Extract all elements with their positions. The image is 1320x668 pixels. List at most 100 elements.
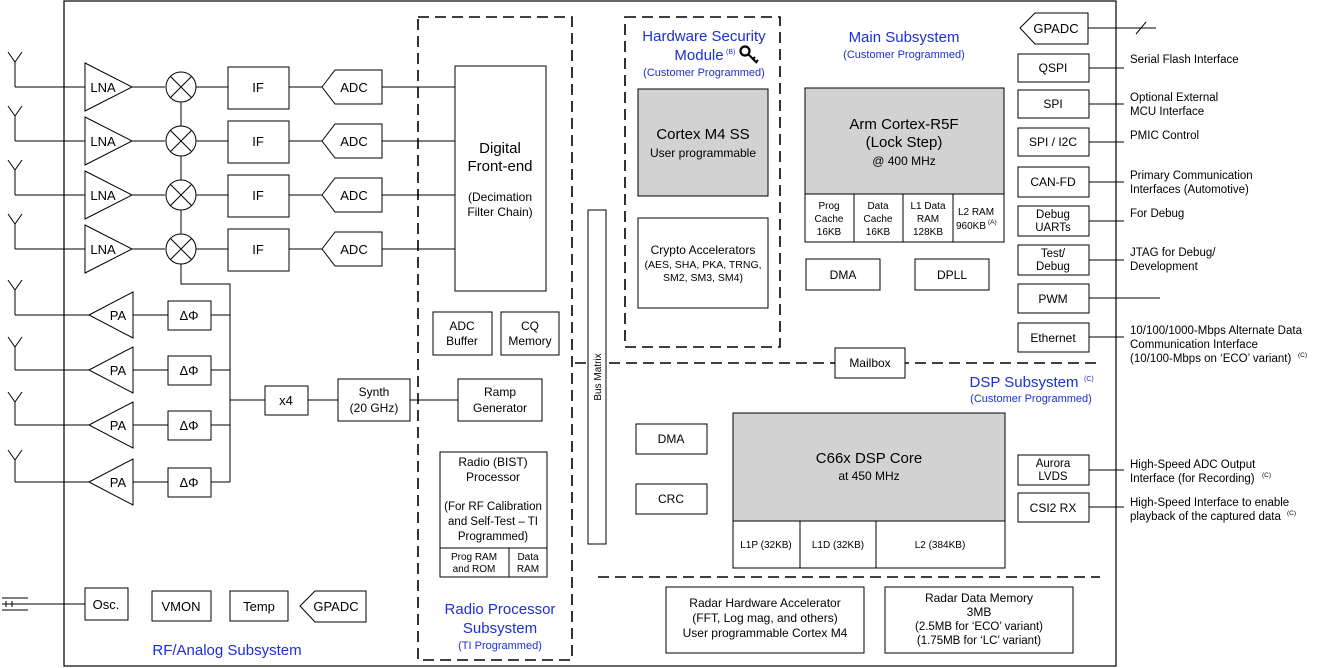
r5f-memory-row: [804, 193, 1005, 243]
synth-block: [337, 378, 411, 422]
main-dma-block: [805, 258, 881, 291]
test-debug-line1: Test/: [1041, 248, 1066, 260]
ethernet-desc-line2: Communication Interface: [1130, 339, 1258, 351]
l2-ram-line1: L2 RAM: [958, 207, 994, 218]
chip-boundary: [63, 0, 1117, 667]
dsp-memory-row: [732, 520, 1006, 569]
temp-block: [229, 590, 289, 622]
data-cache-line3: 16KB: [866, 227, 891, 238]
test-debug-desc-line1: JTAG for Debug/: [1130, 247, 1216, 259]
radar-memory-line1: Radar Data Memory: [925, 591, 1033, 605]
x4-label: x4: [279, 393, 293, 408]
phase-shifter-2: [167, 355, 212, 386]
gpadc-rf-block: [299, 590, 367, 623]
l1-data-line2: RAM: [917, 214, 939, 225]
gpadc-periph-label: GPADC: [1033, 21, 1078, 36]
debug-uarts-line2: UARTs: [1035, 222, 1071, 234]
vmon-label: VMON: [162, 599, 201, 614]
adc-buffer-block: [432, 311, 493, 356]
crypto-line1: Crypto Accelerators: [651, 243, 756, 257]
adc-label-3: ADC: [340, 188, 367, 203]
aurora-desc-line2: Interface (for Recording): [1130, 473, 1255, 485]
dfe-line1: Digital: [479, 140, 521, 157]
can-fd-desc-line1: Primary Communication: [1130, 170, 1253, 182]
pa-label-2: PA: [110, 363, 127, 378]
spi-i2c-label: SPI / I2C: [1029, 135, 1077, 149]
ramp-label-line2: Generator: [473, 401, 527, 415]
radar-hwa-block: [665, 586, 865, 654]
spi-label: SPI: [1043, 97, 1062, 111]
digital-frontend-block: [454, 65, 547, 292]
dsp-core-block: [732, 412, 1006, 522]
l2-ram-footnote: (A): [988, 219, 997, 226]
radio-processor-line5: Programmed): [458, 531, 528, 543]
lna-amplifier-4: [84, 224, 134, 274]
gpadc-rf-label: GPADC: [313, 599, 358, 614]
qspi-desc: Serial Flash Interface: [1130, 54, 1239, 66]
osc-label: Osc.: [93, 597, 120, 612]
if-label-4: IF: [252, 242, 264, 257]
l1d-label: L1D (32KB): [812, 540, 864, 551]
ramp-label-line1: Ramp: [484, 385, 516, 399]
rx-chain-3: LNA IF ADC: [15, 170, 455, 220]
can-fd-label: CAN-FD: [1030, 175, 1076, 189]
r5f-line1: Arm Cortex-R5F: [849, 116, 958, 133]
adc-label-2: ADC: [340, 134, 367, 149]
radio-subsystem-region: [417, 16, 573, 661]
aurora-lvds-block: [1017, 454, 1090, 486]
l1-data-line1: L1 Data: [910, 201, 945, 212]
crc-label: CRC: [658, 492, 684, 506]
prog-ram-line2: and ROM: [453, 564, 496, 575]
crypto-line3: SM2, SM3, SM4): [663, 272, 743, 284]
cortex-m4-line1: Cortex M4 SS: [656, 126, 749, 143]
if-block-1: [227, 66, 290, 110]
aurora-desc-line1: High-Speed ADC Output: [1130, 459, 1256, 471]
radio-processor-line4: and Self-Test – TI: [448, 516, 538, 528]
bus-matrix-label: Bus Matrix: [593, 353, 604, 400]
temp-label: Temp: [243, 599, 275, 614]
dsp-subsystem-note: (Customer Programmed): [970, 393, 1092, 405]
radar-memory-block: [884, 586, 1074, 654]
vmon-block: [151, 590, 212, 622]
radar-memory-line2: 3MB: [967, 605, 992, 619]
dsp-dma-label: DMA: [658, 432, 685, 446]
test-debug-line2: Debug: [1036, 261, 1070, 273]
l2-ram-line2: 960KB: [956, 221, 986, 232]
data-cache-line1: Data: [867, 201, 889, 212]
crc-block: [635, 483, 708, 515]
hsm-title-line1: Hardware Security: [642, 28, 766, 45]
lna-amplifier-3: [84, 170, 134, 220]
hsm-title-line2: Module: [674, 47, 723, 64]
spi-desc-line1: Optional External: [1130, 92, 1218, 104]
csi2-rx-block: [1017, 492, 1090, 523]
spi-desc-line2: MCU Interface: [1130, 106, 1204, 118]
if-block-2: [227, 120, 290, 164]
adc-label-4: ADC: [340, 242, 367, 257]
l2-label: L2 (384KB): [915, 540, 966, 551]
key-icon: [739, 45, 759, 64]
prog-cache-line2: Cache: [815, 214, 844, 225]
ethernet-block: [1017, 322, 1090, 353]
spi-i2c-block: [1017, 127, 1090, 157]
qspi-label: QSPI: [1039, 61, 1068, 75]
r5f-line2: (Lock Step): [866, 134, 943, 151]
radio-subsystem-title-line2: Subsystem: [463, 620, 537, 637]
dsp-subsystem-footnote: (C): [1084, 376, 1094, 383]
tx-chain-4: PA ΔΦ: [15, 458, 230, 506]
main-dma-label: DMA: [830, 268, 857, 282]
dfe-line4: Filter Chain): [467, 205, 532, 219]
cq-memory-line2: Memory: [508, 334, 551, 348]
lna-label-1: LNA: [90, 80, 116, 95]
aurora-line2: LVDS: [1038, 471, 1068, 483]
cortex-m4-line2: User programmable: [650, 146, 756, 160]
lna-label-2: LNA: [90, 134, 116, 149]
prog-cache-line1: Prog: [818, 201, 839, 212]
rx-chain-1: LNA IF ADC: [15, 62, 455, 112]
pa-label-3: PA: [110, 418, 127, 433]
adc-buffer-line1: ADC: [449, 319, 475, 333]
lna-amplifier-2: [84, 116, 134, 166]
dsp-dma-block: [635, 423, 708, 455]
test-debug-block: [1017, 244, 1090, 276]
phase-label-3: ΔΦ: [179, 418, 198, 433]
